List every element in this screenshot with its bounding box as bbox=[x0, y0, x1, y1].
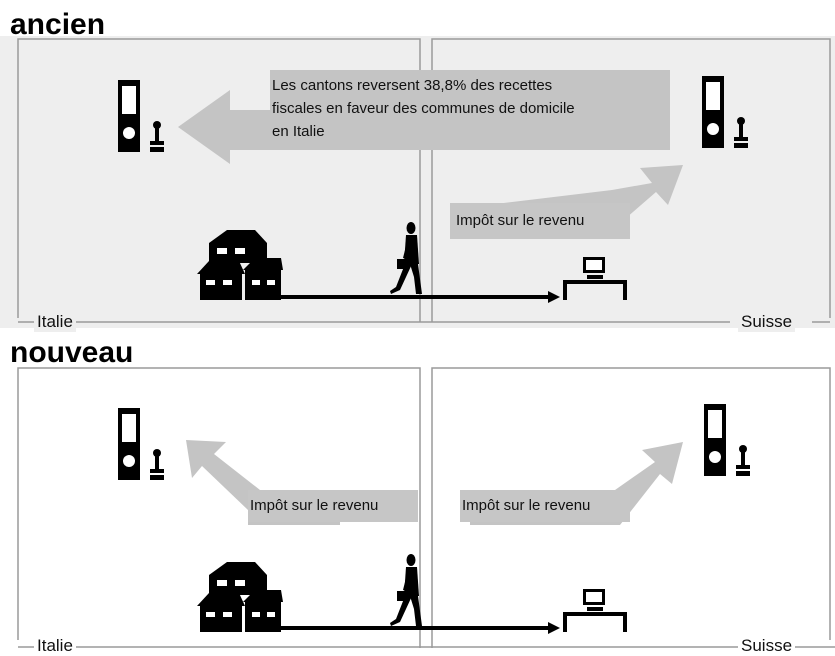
transfer-arrow bbox=[178, 70, 670, 164]
transfer-text-line-2: fiscales en faveur des communes de domic… bbox=[272, 100, 575, 117]
section-title-new: nouveau bbox=[10, 336, 134, 369]
country-label-right-old: Suisse bbox=[738, 312, 796, 332]
tax-label-left-new: Impôt sur le revenu bbox=[250, 497, 379, 514]
transfer-text-line-1: Les cantons reversent 38,8% des recettes bbox=[272, 77, 553, 94]
transfer-text-line-3: en Italie bbox=[272, 123, 325, 140]
desk-computer-icon bbox=[563, 589, 627, 632]
tax-label-old: Impôt sur le revenu bbox=[456, 212, 585, 229]
section-title-old: ancien bbox=[10, 8, 106, 41]
country-label-right-new: Suisse bbox=[738, 636, 796, 656]
commuter-icon bbox=[390, 554, 422, 626]
tax-office-icon bbox=[118, 408, 164, 480]
house-icon bbox=[197, 562, 283, 632]
country-label-left-old: Italie bbox=[34, 312, 76, 332]
tax-office-icon bbox=[704, 404, 750, 476]
tax-label-right-new: Impôt sur le revenu bbox=[462, 497, 591, 514]
country-label-left-new: Italie bbox=[34, 636, 76, 656]
